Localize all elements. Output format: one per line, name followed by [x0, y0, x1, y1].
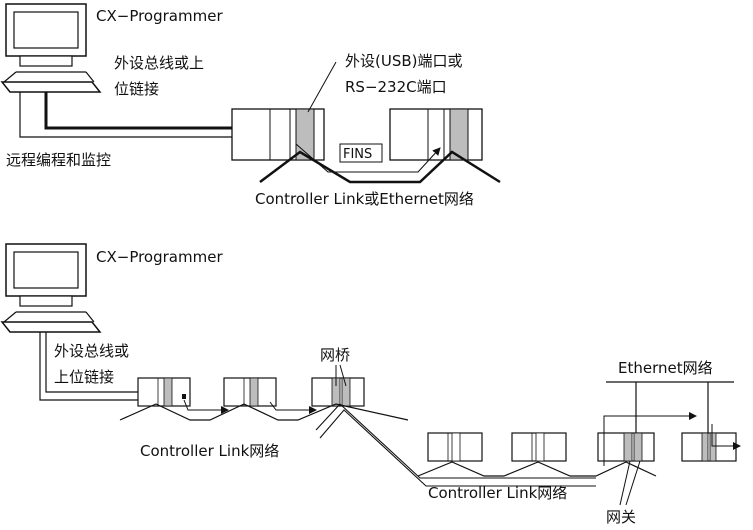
- network-line-b2: [417, 461, 657, 477]
- plc-module-b2: [223, 377, 277, 407]
- bus-label-top-2: 位链接: [114, 80, 159, 98]
- remote-arrow: [19, 92, 285, 141]
- ethernet-data-path: [603, 412, 697, 466]
- computer-icon-bottom: [0, 243, 102, 333]
- plc-module-ethernet: [681, 432, 737, 462]
- plc-module-bridge: [311, 377, 365, 407]
- plc-module-gateway: [597, 432, 655, 462]
- network-label-top: Controller Link或Ethernet网络: [255, 190, 474, 208]
- plc-module-b3: [427, 432, 483, 462]
- network2-label: Controller Link网络: [428, 484, 567, 502]
- data-path-b2: [269, 401, 317, 414]
- plc-module-b4: [511, 432, 567, 462]
- fins-path: [295, 143, 441, 173]
- ethernet-data-path-2: [711, 424, 741, 450]
- data-path-b1: [183, 399, 229, 414]
- gateway-label: 网关: [606, 508, 636, 526]
- ethernet-label: Ethernet网络: [618, 359, 713, 377]
- remote-line-bottom: [39, 332, 178, 401]
- gateway-arrow-1: [619, 460, 631, 506]
- bridge-diagonal-line: [315, 403, 596, 479]
- remote-label: 远程编程和监控: [6, 151, 111, 169]
- gateway-arrow-2: [625, 460, 641, 506]
- serial-cable: [44, 92, 282, 130]
- software-label-bottom: CX−Programmer: [96, 248, 223, 266]
- plc-module-top-1: [231, 108, 325, 161]
- bridge-label: 网桥: [320, 346, 350, 364]
- bus-label-bottom-1: 外设总线或: [54, 342, 129, 360]
- port-label-2: RS−232C端口: [345, 78, 447, 96]
- bus-label-top-1: 外设总线或上: [114, 54, 204, 72]
- port-label-1: 外设(USB)端口或: [345, 52, 463, 70]
- port-leader: [307, 61, 337, 113]
- fins-label: FINS: [343, 147, 372, 162]
- network1-label: Controller Link网络: [140, 442, 279, 460]
- bus-label-bottom-2: 上位链接: [54, 368, 114, 386]
- bridge-arrow-2: [339, 364, 347, 387]
- plc-module-b1: [137, 377, 191, 407]
- serial-cable-bottom: [45, 332, 178, 393]
- software-label-top: CX−Programmer: [96, 7, 223, 25]
- network-line-top: [259, 150, 501, 184]
- network-line-b1: [119, 403, 409, 421]
- bridge-diagonal-line-2: [319, 409, 596, 487]
- fins-box: [339, 143, 383, 163]
- computer-icon: [0, 3, 102, 93]
